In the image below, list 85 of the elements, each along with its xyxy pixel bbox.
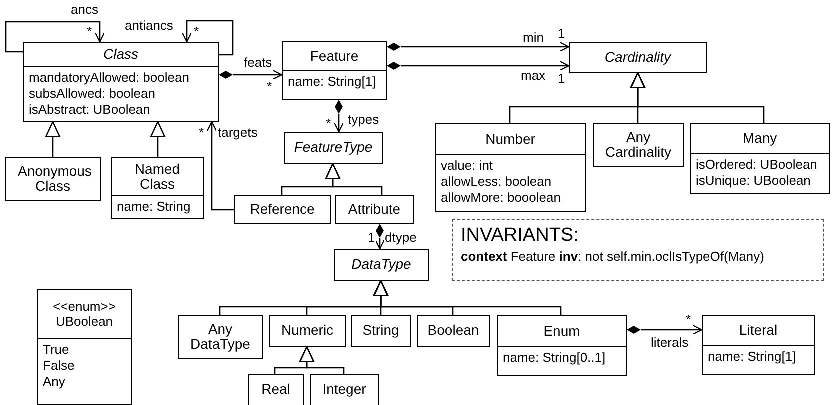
class-name: Boolean: [428, 323, 480, 338]
attribute-text: isUnique: UBoolean: [696, 173, 811, 189]
class-box: [334, 249, 429, 281]
inheritance-arrow: [373, 280, 562, 315]
attribute-text: isAbstract: UBoolean: [29, 102, 150, 118]
class-box: [702, 315, 815, 375]
attribute-text: name: String: [117, 199, 191, 215]
class-name: Any DataType: [190, 322, 252, 352]
attribute-text: name: String[1]: [708, 349, 796, 365]
class-name: FeatureType: [294, 140, 373, 155]
class-box: [335, 195, 414, 224]
attribute-text: allowLess: boolean: [441, 174, 552, 190]
enum-literal: False: [43, 358, 75, 374]
inheritance-arrow: [45, 121, 61, 157]
stereotype-label: <<enum>>: [53, 299, 116, 314]
class-box: [5, 157, 101, 201]
class-box: [234, 195, 331, 224]
composition-arrow: [627, 324, 703, 336]
composition-arrow: [334, 100, 344, 133]
class-name: UBoolean: [56, 314, 114, 329]
class-name: Real: [262, 382, 290, 397]
class-name: Named Class: [134, 162, 182, 192]
class-name: Enum: [544, 324, 580, 338]
class-name: Reference: [250, 202, 315, 216]
constraint-text: context Feature inv: not self.min.oclIsTypeOf(Many): [461, 248, 764, 265]
class-box: [248, 374, 304, 405]
edge-label: dtype: [384, 231, 418, 245]
composition-arrow: [219, 70, 283, 80]
class-name: Literal: [739, 323, 778, 338]
association-arrow: [5, 21, 106, 53]
attribute-text: isOrdered: UBoolean: [696, 157, 818, 173]
multiplicity-label: 1: [367, 231, 376, 245]
class-box: [435, 123, 586, 212]
attribute-text: value: int: [441, 158, 494, 174]
class-box: [569, 42, 707, 73]
attribute-text: allowMore: booolean: [441, 190, 561, 206]
edge-label: feats: [243, 56, 274, 70]
inheritance-arrow: [630, 72, 765, 123]
class-name: Attribute: [348, 202, 401, 216]
edge-label: types: [347, 113, 380, 127]
edge-label: literals: [650, 336, 690, 350]
inheritance-arrow: [150, 121, 166, 157]
class-box: [282, 41, 387, 100]
class-box: [351, 315, 411, 347]
class-name: Class: [103, 47, 138, 62]
edge-label: min: [522, 31, 545, 45]
class-box: [23, 42, 219, 122]
attribute-text: subsAllowed: boolean: [29, 86, 156, 102]
multiplicity-label: 1: [557, 27, 566, 41]
class-box: [284, 132, 383, 164]
note-box: [452, 219, 824, 281]
enum-literal: True: [43, 342, 70, 358]
class-name: Numeric: [281, 323, 334, 338]
composition-arrow: [387, 60, 570, 72]
attribute-text: name: String[0..1]: [503, 350, 606, 366]
class-box: [417, 315, 490, 347]
edge-label: antiancs: [124, 19, 174, 33]
class-name: Many: [742, 131, 778, 146]
class-name: Any Cardinality: [604, 130, 673, 160]
class-box: [269, 315, 346, 347]
attribute-text: name: String[1]: [288, 74, 376, 90]
edge-label: targets: [217, 126, 259, 140]
class-box: [497, 315, 627, 376]
inheritance-arrow: [299, 346, 345, 374]
enum-box: [37, 289, 132, 405]
class-box: [593, 123, 684, 167]
class-name: Feature: [310, 48, 359, 64]
class-name: Number: [486, 132, 536, 146]
enum-literal: Any: [43, 374, 66, 390]
association-arrow: [182, 20, 234, 56]
class-box: [310, 374, 379, 405]
class-box: [690, 123, 830, 194]
composition-arrow: [387, 42, 570, 52]
class-name: DataType: [352, 257, 412, 272]
class-name: String: [362, 323, 400, 338]
composition-arrow: [374, 224, 386, 250]
class-name: Cardinality: [604, 50, 672, 64]
multiplicity-label: 1: [557, 72, 566, 86]
inheritance-arrow: [325, 163, 383, 195]
class-box: [111, 157, 204, 219]
attribute-text: mandatoryAllowed: boolean: [29, 70, 190, 86]
class-box: [178, 315, 263, 359]
association-arrow: [206, 121, 234, 211]
class-name: Integer: [322, 382, 366, 397]
note-heading: INVARIANTS:: [461, 224, 579, 248]
